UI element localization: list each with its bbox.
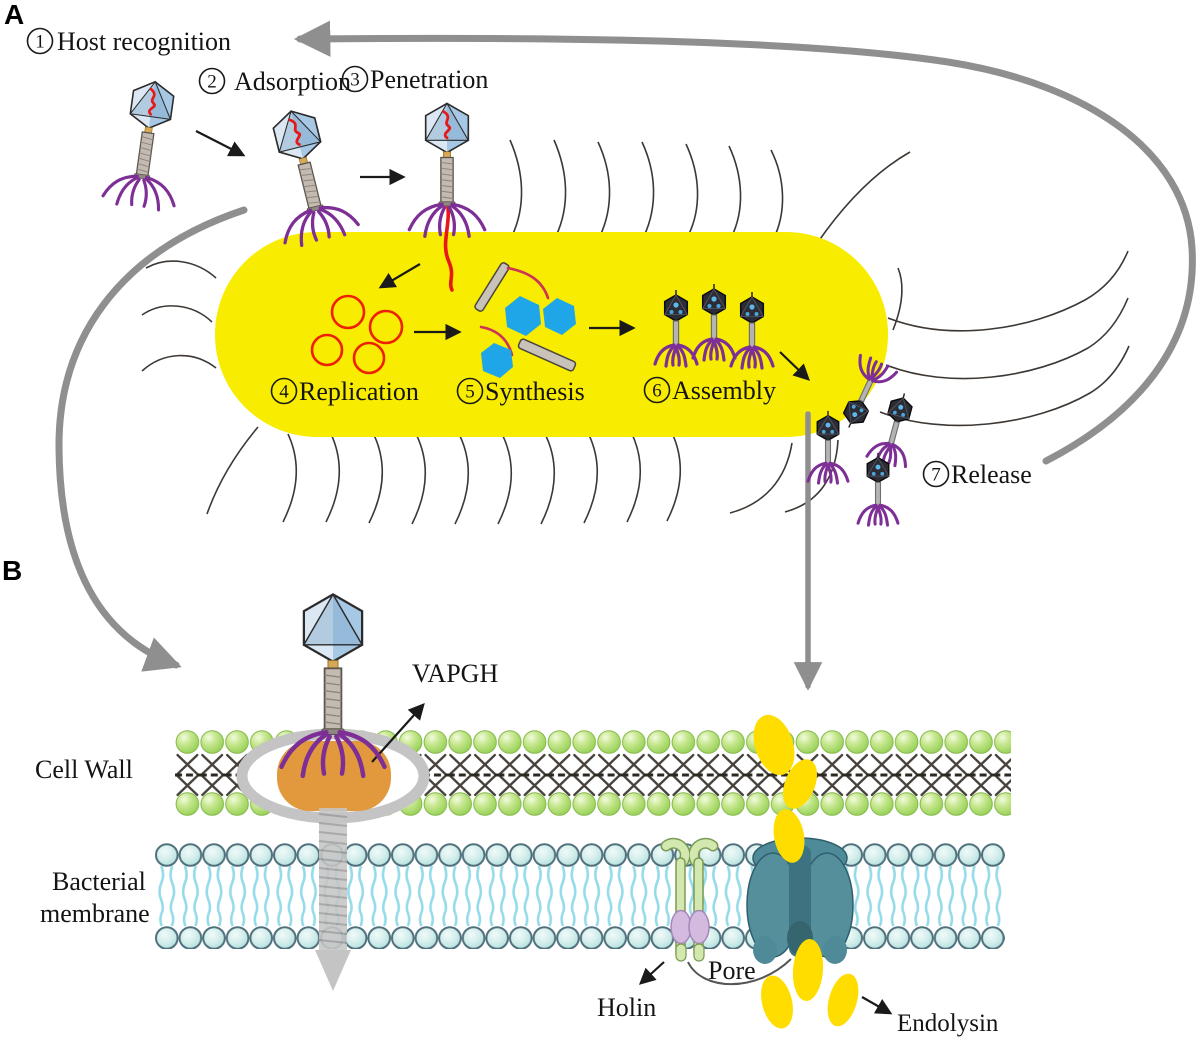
pore-connector-line [687, 958, 792, 986]
step-label: Assembly [672, 376, 776, 405]
synthesis-components [474, 262, 577, 378]
endolysin-blob [761, 975, 793, 1029]
cell-wall-label: Cell Wall [35, 755, 133, 784]
dna-injection-screw-arrow [315, 808, 351, 991]
vapgh-arrow [371, 702, 425, 763]
step-arrows [195, 130, 810, 381]
step-number: 6 [652, 381, 662, 402]
bacterium-cell [215, 232, 888, 437]
bacterial-membrane-label-line1: Bacterial [52, 867, 146, 896]
holin-arrow [638, 961, 665, 985]
cycle-arrows [55, 20, 1196, 691]
step-number: 2 [207, 72, 217, 93]
holin-membrane-domain [670, 909, 692, 945]
panel-b-letter: B [2, 555, 22, 586]
pore-label: Pore [708, 956, 756, 985]
bacterial-membrane-label-line2: membrane [40, 899, 150, 928]
capsid-hexagons [481, 296, 576, 378]
step-label-replication: 4 Replication [270, 377, 419, 406]
endolysin-blob [773, 809, 805, 863]
step-number: 5 [465, 382, 475, 403]
step-label-adsorption: 2 Adsorption [198, 67, 351, 96]
holin-label: Holin [597, 993, 656, 1022]
step-label: Host recognition [57, 27, 231, 56]
vapgh-label: VAPGH [412, 659, 498, 688]
injected-dna-strand [443, 198, 454, 292]
panel-a: A 1 Host recognition 2 Adsorption 3 Pene… [4, 0, 1196, 691]
step-number: 4 [279, 382, 289, 403]
step-label: Penetration [370, 65, 488, 94]
replication-dna-circles [310, 294, 404, 375]
step-label-release: 7 Release [922, 460, 1032, 489]
endolysin-blob [753, 714, 795, 776]
step-label: Replication [299, 377, 419, 406]
step-label-assembly: 6 Assembly [643, 376, 776, 405]
endolysin-blob [792, 939, 824, 1001]
holin-membrane-domain [688, 909, 710, 945]
bacterium-flagella [141, 139, 1130, 525]
endolysin-label: Endolysin [897, 1010, 999, 1037]
panel-a-letter: A [4, 0, 24, 30]
endolysin-blob [827, 973, 859, 1027]
step-label: Release [951, 460, 1032, 489]
cycle-arrow-adsorption-to-panel-b [55, 206, 248, 672]
step-label-synthesis: 5 Synthesis [456, 377, 585, 406]
holin-protein [660, 837, 719, 962]
step-number: 3 [350, 70, 360, 91]
endolysin-molecules [753, 714, 859, 1029]
cycle-arrow-release-to-recognition [293, 20, 1196, 465]
endolysin-blob [783, 759, 817, 809]
panel-b: B [2, 555, 1011, 1037]
step-label: Synthesis [485, 377, 585, 406]
endolysin-arrow [861, 996, 893, 1015]
step-label: Adsorption [234, 67, 351, 96]
step-label-host-recognition: 1 Host recognition [26, 27, 231, 56]
step-number: 1 [35, 32, 45, 53]
step-number: 7 [931, 465, 941, 486]
step-label-penetration: 3 Penetration [341, 65, 488, 94]
tail-rod [474, 262, 510, 312]
annotation-arrows [371, 702, 893, 1015]
bacterial-membrane-band [155, 843, 1005, 949]
tail-rod [517, 338, 577, 372]
